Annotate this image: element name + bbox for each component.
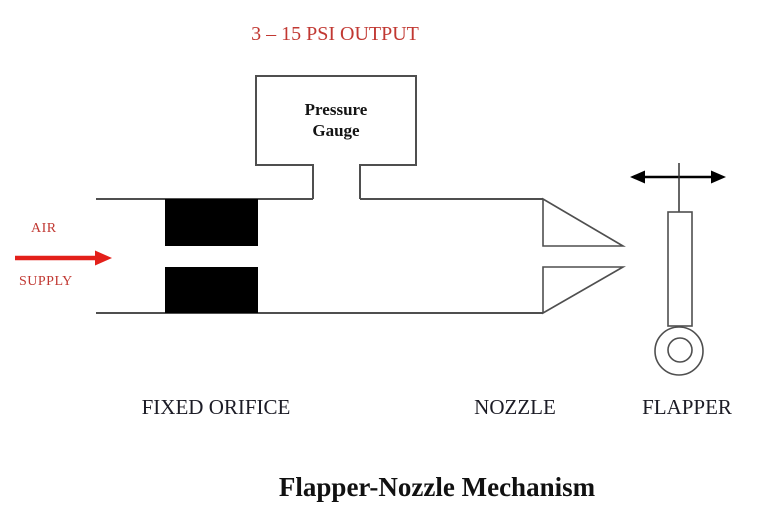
flapper-pivot-ring-inner — [667, 337, 693, 363]
motion-arrow-head-right — [711, 170, 726, 184]
flapper-assembly — [654, 163, 704, 376]
diagram-title: Flapper-Nozzle Mechanism — [278, 472, 596, 502]
air-supply-label-line2: SUPPLY — [19, 274, 73, 289]
pressure-gauge-label: Pressure Gauge — [256, 100, 416, 141]
nozzle-tip-upper — [542, 197, 626, 247]
flapper-rod — [667, 211, 693, 327]
nozzle-label: NOZZLE — [474, 395, 556, 419]
pressure-gauge-box — [255, 75, 417, 199]
flapper-label: FLAPPER — [642, 395, 732, 419]
nozzle-tip-lower — [542, 266, 626, 315]
fixed-orifice-label: FIXED ORIFICE — [141, 395, 291, 419]
flapper-motion-arrow-icon — [630, 170, 726, 184]
pressure-gauge-label-line2: Gauge — [312, 120, 360, 140]
orifice-block-bottom — [165, 267, 258, 313]
orifice-block-top — [165, 199, 258, 246]
air-arrow-head — [95, 250, 112, 266]
psi-output-annotation: 3 – 15 PSI OUTPUT — [251, 23, 419, 45]
motion-arrow-head-left — [630, 170, 645, 184]
air-flow-arrow-icon — [15, 250, 112, 266]
pipe-walls — [96, 198, 543, 314]
nozzle-tips — [542, 197, 626, 315]
fixed-orifice-blocks — [165, 199, 258, 313]
air-supply-label-line1: AIR — [31, 221, 57, 236]
pressure-gauge-label-line1: Pressure — [304, 100, 368, 119]
